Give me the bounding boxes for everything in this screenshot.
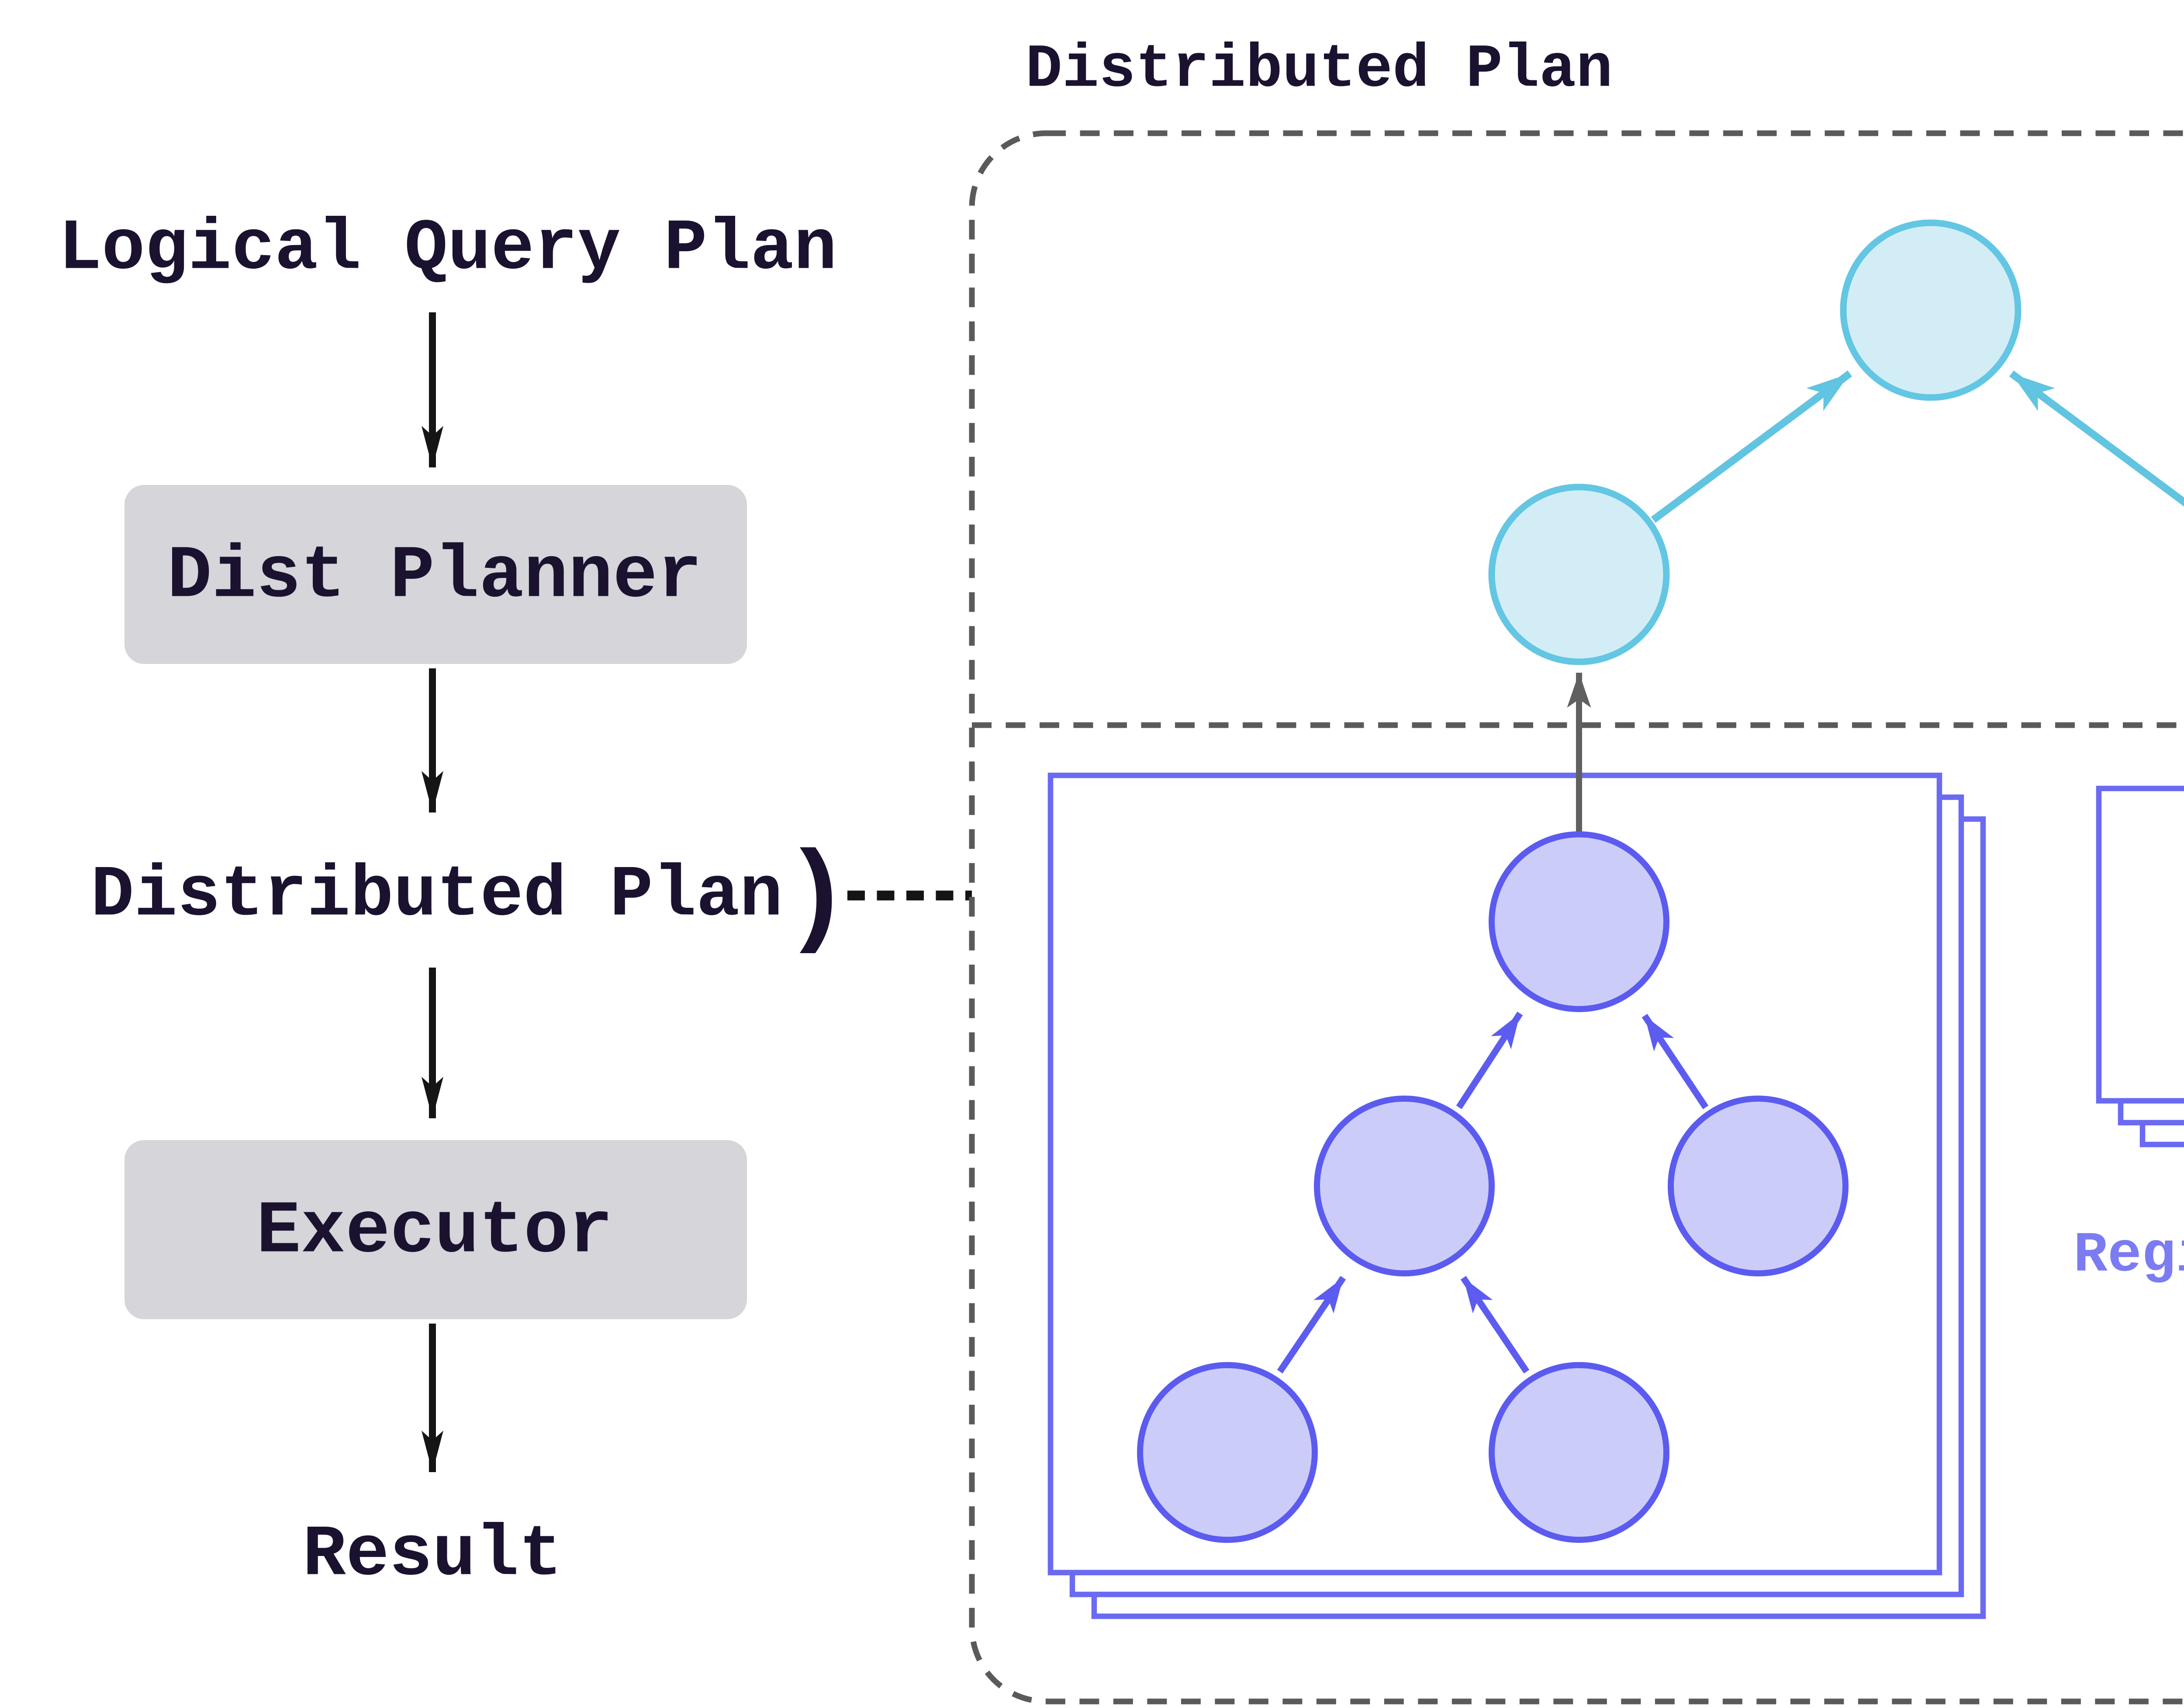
panel-title: Distributed Plan [1026, 35, 1613, 105]
cyan-arrow-left-to-root [1651, 370, 1852, 523]
distributed-plan-label: Distributed Plan [91, 855, 783, 937]
datanode-root-node [1489, 831, 1669, 1012]
dist-planner-label: Dist Planner [167, 535, 702, 619]
region-sheet-front [2096, 785, 2184, 1104]
result-label: Result [303, 1514, 562, 1596]
frontend-left-node [1488, 484, 1670, 665]
bracket-glyph: ) [783, 836, 851, 964]
dist-planner-box [124, 485, 747, 664]
executor-box [124, 1140, 747, 1319]
frontend-root-node [1840, 219, 2022, 401]
datanode-leaf-right-node [1489, 1362, 1669, 1543]
purple-arrow-midright-to-root [1641, 1013, 1709, 1110]
purple-arrow-leafright-to-midleft [1460, 1276, 1530, 1374]
purple-arrow-leafleft-to-midleft [1277, 1276, 1346, 1374]
cyan-arrow-right-to-root [2009, 370, 2184, 507]
logical-query-plan-label: Logical Query Plan [59, 208, 837, 290]
executor-label: Executor [256, 1190, 613, 1274]
purple-arrow-midleft-to-root [1456, 1011, 1523, 1110]
datanode-mid-right-node [1668, 1096, 1849, 1276]
datanode-mid-left-node [1314, 1096, 1495, 1276]
datanode-leaf-left-node [1137, 1362, 1318, 1543]
regions-label: Regions [2073, 1224, 2184, 1288]
